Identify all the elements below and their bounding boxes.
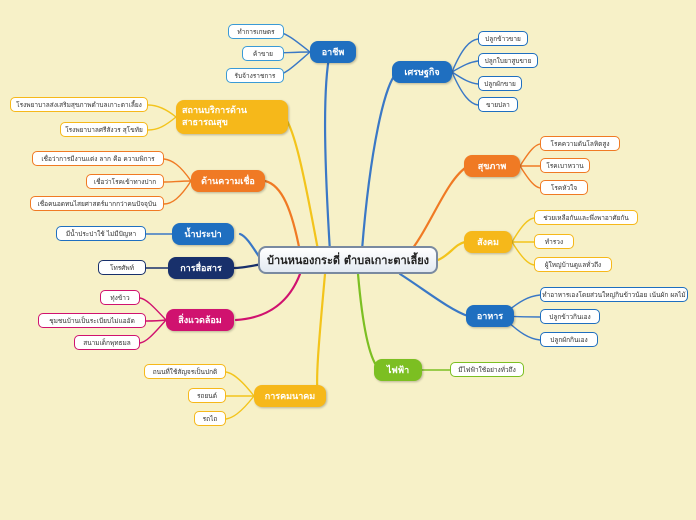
leaf-economy-3[interactable]: ปลูกผักขาย <box>478 76 522 91</box>
leaf-economy-1[interactable]: ปลูกข้าวขาย <box>478 31 528 46</box>
leaf-environment-2[interactable]: ชุมชนบ้านเป็นระเบียบไม่แออัด <box>38 313 146 328</box>
leaf-transport-1[interactable]: ถนนที่ใช้สัญจรเป็นปกติ <box>144 364 226 379</box>
leaf-transport-2[interactable]: รถยนต์ <box>188 388 226 403</box>
topic-career[interactable]: อาชีพ <box>310 41 356 63</box>
leaf-society-1[interactable]: ช่วยเหลือกันและพึ่งพาอาศัยกัน <box>534 210 638 225</box>
leaf-beliefs-3[interactable]: เชื่อคนอดทนไสยศาสตร์มากกว่าคนปัจจุบัน <box>30 196 164 211</box>
link-health-service <box>283 116 320 252</box>
leaf-economy-2[interactable]: ปลูกใบยาสูบขาย <box>478 53 538 68</box>
leaf-food-3[interactable]: ปลูกผักกินเอง <box>540 332 598 347</box>
leaf-health-3[interactable]: โรคหัวใจ <box>540 180 588 195</box>
link-food <box>398 272 470 318</box>
leaf-health-1[interactable]: โรคความดันโลหิตสูง <box>540 136 620 151</box>
topic-environment[interactable]: สิ่งแวดล้อม <box>166 309 234 331</box>
topic-health-service[interactable]: สถานบริการด้าน สาธารณสุข <box>176 100 288 134</box>
leaf-health-service-1[interactable]: โรงพยาบาลส่งเสริมสุขภาพตำบลเกาะตาเลี้ยง <box>10 97 148 112</box>
leaf-society-2[interactable]: ทำรวง <box>534 234 574 249</box>
leaf-environment-3[interactable]: สนามเด็กพุทธมล <box>74 335 140 350</box>
leaf-beliefs-1[interactable]: เชื่อว่าการมีงานแต่ง ลาก คือ ความพิการ <box>32 151 164 166</box>
leaf-health-2[interactable]: โรคเบาหวาน <box>540 158 590 173</box>
leaf-food-2[interactable]: ปลูกข้าวกินเอง <box>540 309 600 324</box>
central-topic[interactable]: บ้านหนองกระดี่ ตำบลเกาะตาเลี้ยง <box>258 246 438 274</box>
topic-economy[interactable]: เศรษฐกิจ <box>392 61 452 83</box>
link-transport <box>316 272 327 398</box>
leaf-electricity-1[interactable]: มีไฟฟ้าใช้อย่างทั่วถึง <box>450 362 524 377</box>
topic-society[interactable]: สังคม <box>464 231 512 253</box>
leaf-health-service-2[interactable]: โรงพยาบาลศรีสังวร สุโขทัย <box>60 122 148 137</box>
link-beliefs <box>263 179 302 254</box>
leaf-career-3[interactable]: รับจ้างราชการ <box>226 68 284 83</box>
link-society <box>436 240 467 262</box>
leaf-career-2[interactable]: ค้าขาย <box>242 46 284 61</box>
topic-communication[interactable]: การสื่อสาร <box>168 257 234 279</box>
leaf-beliefs-2[interactable]: เชื่อว่าโรคเข้าทางปาก <box>86 174 164 189</box>
topic-health[interactable]: สุขภาพ <box>464 155 520 177</box>
topic-beliefs[interactable]: ด้านความเชื่อ <box>191 170 265 192</box>
topic-transport[interactable]: การคมนาคม <box>254 385 326 407</box>
leaf-food-1[interactable]: ทำอาหารเองโดยส่วนใหญ่กินข้าวน้อย เน้นผัก… <box>540 287 688 302</box>
link-career <box>323 50 332 254</box>
leaf-transport-3[interactable]: รถไถ <box>194 411 226 426</box>
topic-water[interactable]: น้ำประปา <box>172 223 234 245</box>
leaf-water-1[interactable]: มีน้ำประปาใช้ ไม่มีปัญหา <box>56 226 146 241</box>
leaf-economy-4[interactable]: ขายปลา <box>478 97 518 112</box>
link-electricity <box>356 272 380 370</box>
link-environment <box>234 272 302 322</box>
leaf-environment-1[interactable]: ทุ่งข้าว <box>100 290 140 305</box>
link-water <box>238 232 262 260</box>
link-economy <box>360 70 400 252</box>
topic-food[interactable]: อาหาร <box>466 305 514 327</box>
leaf-career-1[interactable]: ทำการเกษตร <box>228 24 284 39</box>
leaf-society-3[interactable]: ผู้ใหญ่บ้านดูแลทั่วถึง <box>534 257 612 272</box>
leaf-communication-1[interactable]: โทรศัพท์ <box>98 260 146 275</box>
topic-electricity[interactable]: ไฟฟ้า <box>374 359 422 381</box>
